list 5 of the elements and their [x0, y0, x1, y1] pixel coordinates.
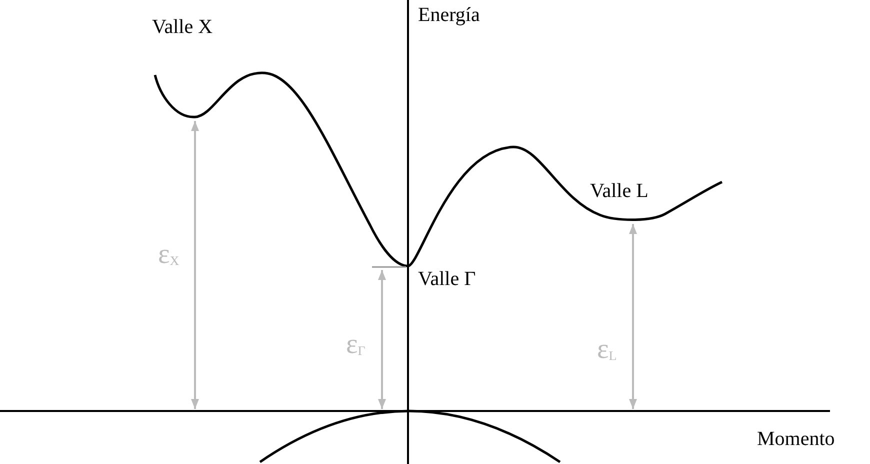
axis-label: Energía: [418, 4, 480, 26]
axis-label: Momento: [757, 428, 835, 450]
valley-label: Valle X: [152, 16, 213, 38]
valley-label: Valle Γ: [418, 268, 476, 290]
valley-label: Valle L: [590, 180, 648, 202]
